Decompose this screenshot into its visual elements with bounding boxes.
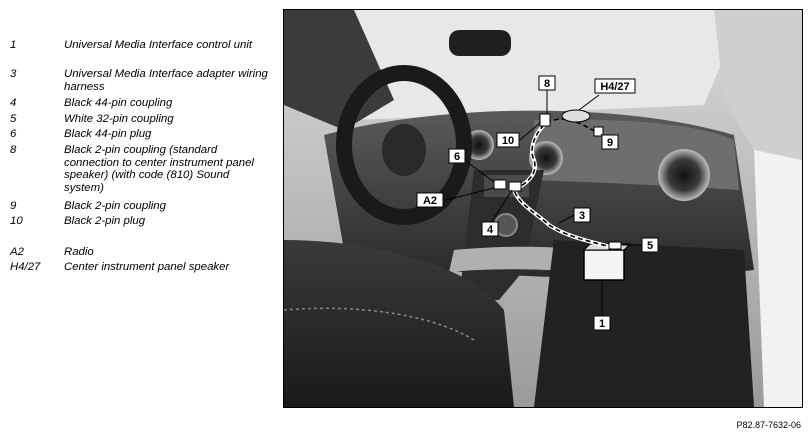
rear-view-mirror-shape: [449, 30, 511, 56]
seat-shape: [284, 240, 514, 407]
legend-description: Black 2-pin coupling (standard connectio…: [64, 144, 254, 194]
center-air-vent-shape: [529, 141, 563, 175]
legend-number: 3: [10, 68, 17, 80]
legend-description: Black 2-pin coupling: [64, 200, 166, 212]
legend-number: 6: [10, 128, 17, 140]
callout-8-box: [538, 75, 556, 91]
callout-1-box: [593, 315, 611, 331]
legend-description: Black 44-pin coupling: [64, 97, 173, 109]
legend-description: White 32-pin coupling: [64, 113, 174, 125]
connector-6-shape: [493, 179, 507, 190]
footwell-shape: [534, 240, 754, 407]
legend-description: Universal Media Interface control unit: [64, 39, 253, 51]
legend-description: Center instrument panel speaker: [64, 261, 230, 273]
leader-line-3: [558, 214, 575, 224]
legend-number: A2: [10, 246, 24, 258]
connector-5-shape: [608, 241, 622, 250]
speaker-h4-27-shape: [561, 109, 591, 123]
leader-line-6: [466, 161, 495, 183]
seat-stitching-shape: [284, 307, 475, 341]
legend-number: 10: [10, 215, 23, 227]
right-air-vent-shape: [658, 149, 710, 201]
legend-number: 4: [10, 97, 17, 109]
callout-9: 9: [607, 137, 613, 149]
callout-9-box: [601, 134, 619, 150]
steering-hub-shape: [382, 124, 426, 176]
connector-9-shape: [593, 126, 604, 137]
callout-4-box: [481, 221, 499, 237]
leader-line-4: [490, 189, 513, 224]
legend-description: Radio: [64, 246, 94, 258]
legend-number: H4/27: [10, 261, 41, 273]
callout-a2-box: [416, 192, 444, 208]
callout-10-box: [496, 132, 520, 148]
callout-8: 8: [544, 78, 550, 90]
control-unit-box: [583, 249, 625, 281]
connector-8-shape: [539, 113, 551, 127]
callouts: 8 10 6 A2 4 H4/27 9 3 5 1: [416, 75, 659, 331]
right-pillar-shape: [714, 10, 802, 170]
legend-number: 9: [10, 200, 17, 212]
callout-5: 5: [647, 240, 653, 252]
figure-reference: P82.87-7632-06: [736, 420, 801, 430]
callout-3: 3: [579, 210, 585, 222]
legend-description: Black 44-pin plug: [64, 128, 152, 140]
legend-number: 8: [10, 144, 17, 156]
callout-h4-27: H4/27: [600, 81, 629, 93]
callout-4: 4: [487, 224, 494, 236]
steering-wheel-shape: [336, 65, 472, 225]
callout-1: 1: [599, 318, 605, 330]
callout-3-box: [573, 207, 591, 223]
connector-4-shape: [508, 181, 522, 192]
callout-5-box: [641, 237, 659, 253]
legend-number: 1: [10, 39, 17, 51]
leader-line-10: [519, 122, 541, 141]
legend-description: Universal Media Interface adapter wiring…: [64, 68, 268, 93]
callout-6: 6: [454, 151, 460, 163]
legend-description: Black 2-pin plug: [64, 215, 146, 227]
callout-a2: A2: [423, 195, 437, 207]
callout-h4-27-box: [594, 78, 636, 94]
legend-number: 5: [10, 113, 17, 125]
callout-6-box: [448, 148, 466, 164]
interior-illustration: 8 10 6 A2 4 H4/27 9 3 5 1: [284, 10, 802, 407]
leader-line-h4-27: [578, 94, 600, 111]
door-panel-shape: [754, 150, 802, 407]
leader-line-a2: [445, 187, 495, 201]
wiring-harness-line: [513, 124, 615, 249]
vehicle-interior-figure: 8 10 6 A2 4 H4/27 9 3 5 1: [283, 9, 803, 408]
callout-10: 10: [502, 135, 514, 147]
